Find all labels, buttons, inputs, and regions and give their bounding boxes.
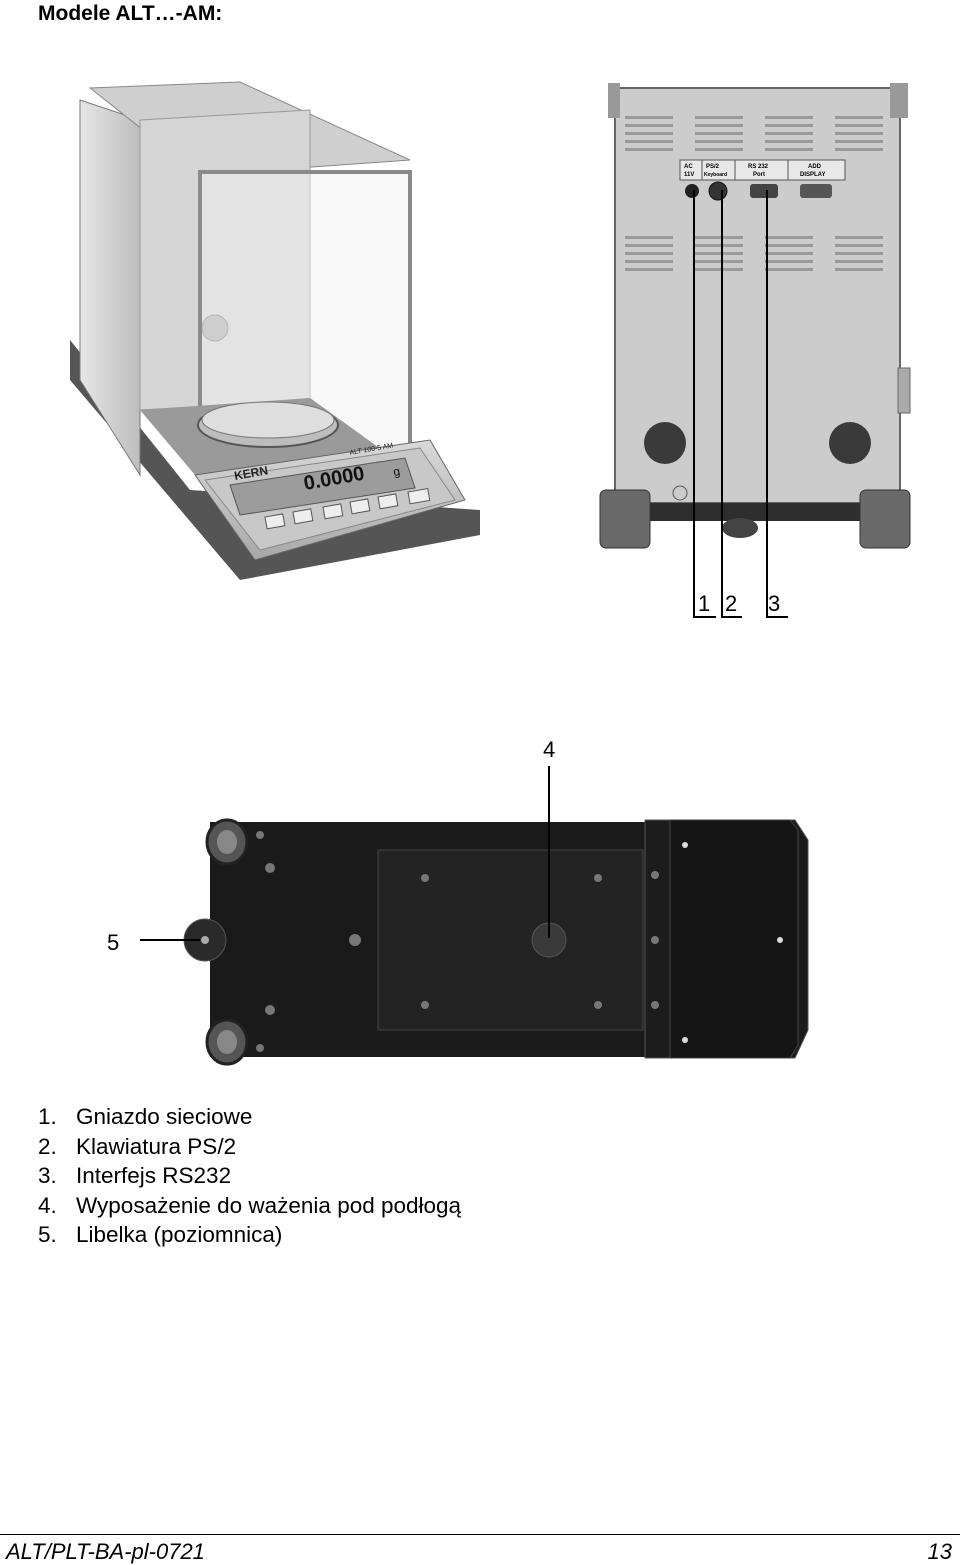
- legend-item: 3. Interfejs RS232: [38, 1161, 461, 1191]
- label-add-display: ADD: [808, 164, 822, 170]
- legend-text: Libelka (poziomnica): [76, 1222, 283, 1247]
- legend-item: 2. Klawiatura PS/2: [38, 1132, 461, 1162]
- callout-3: 3: [768, 591, 781, 616]
- callout-line-5: [140, 939, 200, 941]
- label-add-display-sub: DISPLAY: [800, 172, 825, 178]
- legend-item: 4. Wyposażenie do ważenia pod podłogą: [38, 1191, 461, 1221]
- callout-4: 4: [543, 737, 556, 762]
- balance-rear-photo: AC 11V PS/2 Keyboard RS 232 Port ADD DIS…: [599, 83, 911, 549]
- label-ac-sub: 11V: [684, 172, 694, 178]
- label-ps2: PS/2: [706, 164, 720, 170]
- legend-num: 5.: [38, 1222, 57, 1247]
- page-number: 13: [927, 1539, 952, 1564]
- document-id: ALT/PLT-BA-pl-0721: [6, 1539, 205, 1564]
- legend-text: Gniazdo sieciowe: [76, 1104, 253, 1129]
- label-ps2-sub: Keyboard: [704, 172, 727, 178]
- balance-bottom-photo: [183, 818, 809, 1066]
- callout-5: 5: [107, 930, 120, 955]
- callout-lines-rear: [693, 190, 788, 618]
- display-unit: g: [392, 464, 401, 479]
- legend-item: 1. Gniazdo sieciowe: [38, 1102, 461, 1132]
- legend-text: Interfejs RS232: [76, 1163, 232, 1188]
- callout-1: 1: [698, 591, 711, 616]
- legend-num: 4.: [38, 1192, 57, 1218]
- legend-num: 2.: [38, 1133, 57, 1159]
- page-footer: ALT/PLT-BA-pl-0721 13: [0, 1534, 960, 1565]
- label-rs232: RS 232: [748, 164, 769, 170]
- label-rs232-sub: Port: [753, 172, 765, 178]
- callout-2: 2: [725, 591, 738, 616]
- legend-num: 3.: [38, 1163, 57, 1188]
- legend-num: 1.: [38, 1104, 57, 1129]
- legend-text: Wyposażenie do ważenia pod podłogą: [76, 1192, 462, 1218]
- legend-list: 1. Gniazdo sieciowe 2. Klawiatura PS/2 3…: [38, 1102, 461, 1250]
- legend-text: Klawiatura PS/2: [76, 1133, 237, 1159]
- balance-front-photo: KERN ALT 100-5 AM 0.0000 g: [70, 81, 480, 580]
- brand-label: KERN: [233, 463, 269, 483]
- page-title: Modele ALT…-AM:: [38, 2, 223, 25]
- label-ac: AC: [684, 164, 693, 170]
- legend-item: 5. Libelka (poziomnica): [38, 1220, 461, 1250]
- callout-line-4: [548, 766, 550, 938]
